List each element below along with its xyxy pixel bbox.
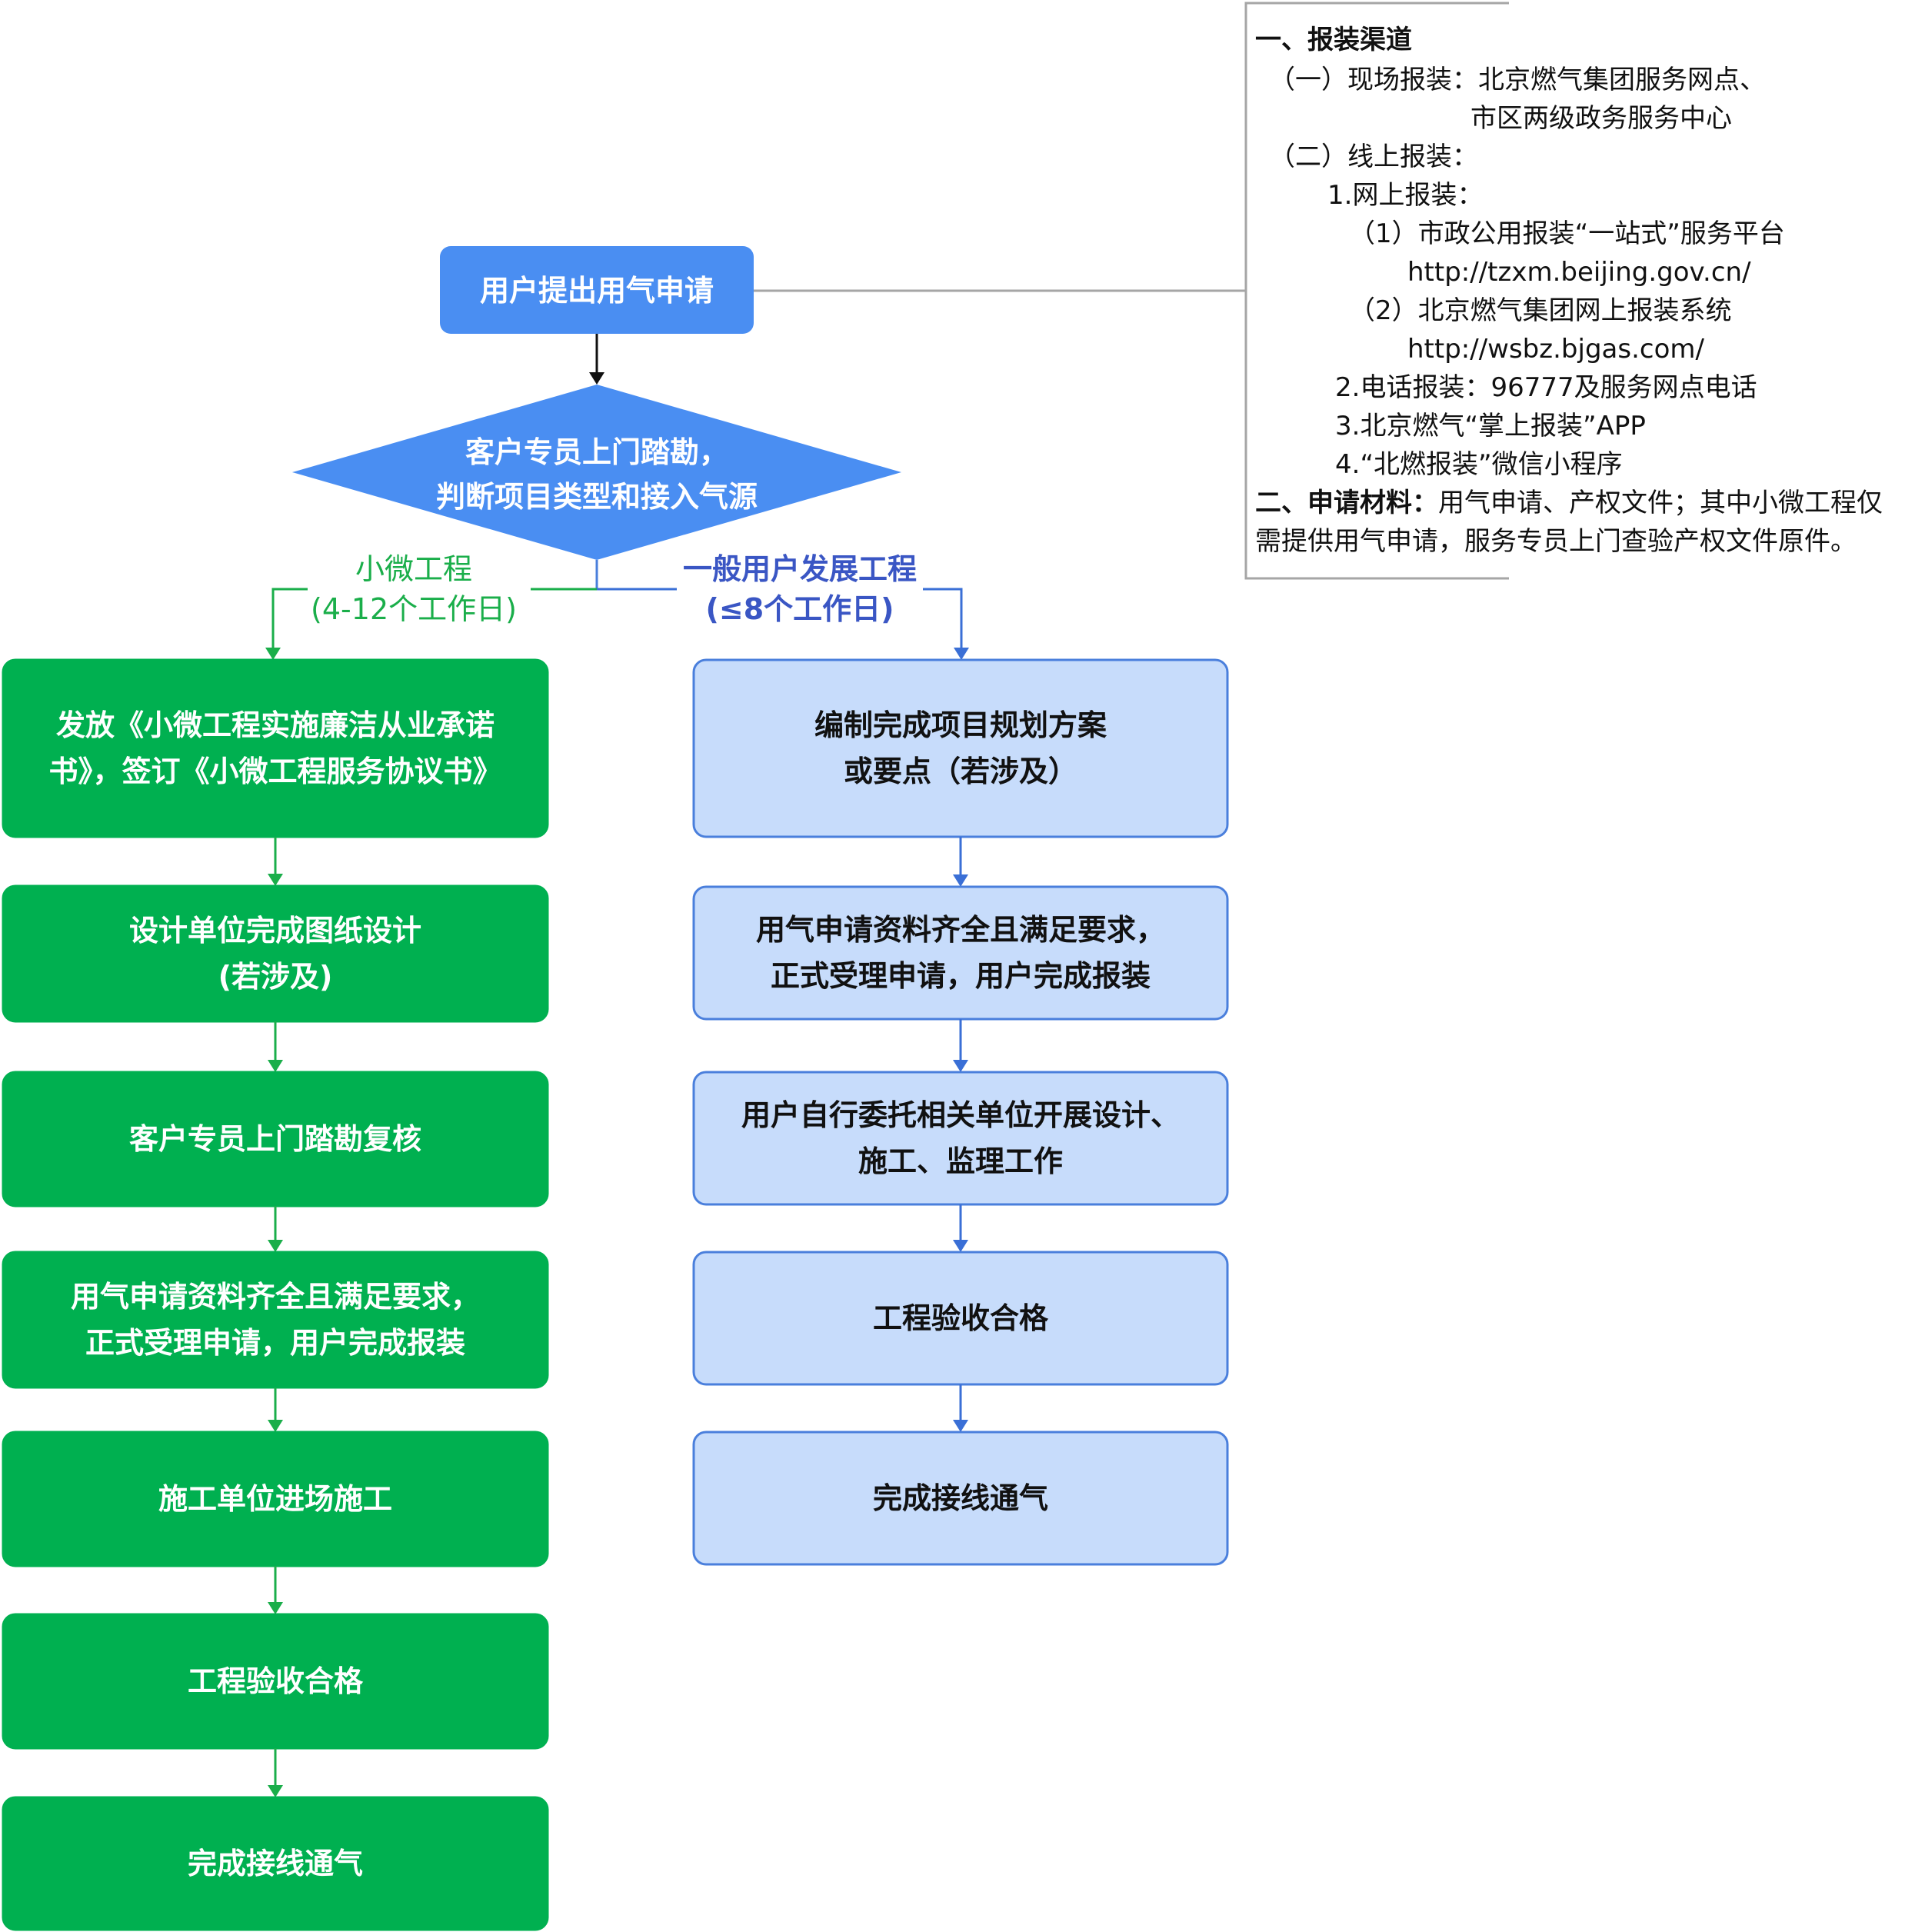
general-project-step: 用气申请资料齐全且满足要求， 正式受理申请，用户完成报装 (692, 885, 1229, 1021)
general-project-step-box (692, 1431, 1229, 1566)
small-project-connector-arrow (268, 1240, 283, 1252)
info-line: 1.网上报装： (1327, 180, 1483, 211)
small-project-step-box (2, 658, 549, 838)
left-branch-label: 小微工程 (355, 552, 472, 586)
decision-line1: 客户专员上门踏勘， (465, 435, 728, 469)
small-project-step-line2: 书》，签订《小微工程服务协议书》 (48, 754, 501, 788)
general-project-step-line2: 施工、监理工作 (858, 1144, 1063, 1178)
info-line: （一）现场报装：北京燃气集团服务网点、 (1269, 65, 1766, 95)
general-project-connector-arrow (953, 874, 968, 887)
start-to-decision-arrow (589, 372, 604, 385)
decision-diamond (292, 385, 901, 560)
info-panel: 一、报装渠道 （一）现场报装：北京燃气集团服务网点、市区两级政务服务中心 （二）线上… (1255, 25, 1883, 557)
small-project-step-line2: (若涉及) (218, 960, 333, 994)
general-project-connector-arrow (953, 1060, 968, 1072)
small-project-connector-arrow (268, 1785, 283, 1797)
general-project-step-line1: 用户自行委托相关单位开展设计、 (741, 1098, 1180, 1132)
small-project-step-line1: 设计单位完成图纸设计 (129, 914, 421, 948)
info-line: http://tzxm.beijing.gov.cn/ (1407, 257, 1751, 288)
small-project-step-box (2, 1251, 549, 1389)
info-line: （1）市政公用报装“一站式”服务平台 (1349, 218, 1785, 249)
general-project-step-line2: 或要点（若涉及） (844, 754, 1077, 788)
info-line: 4.“北燃报装”微信小程序 (1335, 449, 1623, 480)
decision-line2: 判断项目类型和接入气源 (436, 480, 758, 514)
info-line: （二）线上报装： (1269, 142, 1478, 172)
small-project-step-line1: 工程验收合格 (188, 1664, 364, 1698)
small-project-step-line1: 完成接线通气 (188, 1847, 363, 1880)
decision-node: 客户专员上门踏勘， 判断项目类型和接入气源 (292, 385, 901, 560)
general-project-step: 用户自行委托相关单位开展设计、施工、监理工作 (692, 1071, 1229, 1206)
small-project-step: 设计单位完成图纸设计 (若涉及) (2, 884, 549, 1023)
small-project-step-line1: 用气申请资料齐全且满足要求， (71, 1280, 480, 1314)
general-project-step-line1: 完成接线通气 (873, 1481, 1048, 1515)
general-project-step: 工程验收合格 (692, 1251, 1229, 1386)
general-project-step-line1: 工程验收合格 (873, 1301, 1049, 1335)
info-line-tail: 用气申请、产权文件；其中小微工程仅 (1438, 488, 1883, 518)
info-line: 市区两级政务服务中心 (1470, 103, 1732, 134)
start-node-box (440, 246, 754, 334)
general-project-step-line1: 编制完成项目规划方案 (814, 708, 1107, 742)
info-line: 2.电话报装：96777及服务网点电话 (1335, 372, 1757, 403)
left-branch-duration: (4-12个工作日) (311, 592, 517, 626)
small-project-step-line2: 正式受理申请，用户完成报装 (85, 1326, 465, 1360)
start-node: 用户提出用气申请 (440, 246, 754, 334)
small-project-step: 施工单位进场施工 (2, 1431, 549, 1567)
small-project-step: 用气申请资料齐全且满足要求， 正式受理申请，用户完成报装 (2, 1251, 549, 1389)
left-branch-label-bg (308, 548, 531, 634)
info-line: （2）北京燃气集团网上报装系统 (1349, 295, 1732, 326)
info-line: 需提供用气申请，服务专员上门查验产权文件原件。 (1255, 526, 1857, 557)
general-project-step-line1: 用气申请资料齐全且满足要求， (756, 913, 1165, 947)
info-line: 一、报装渠道 (1255, 25, 1412, 55)
general-project-connector-arrow (953, 1420, 968, 1432)
info-line: 3.北京燃气“掌上报装”APP (1335, 411, 1646, 441)
small-project-connector-arrow (268, 1602, 283, 1614)
small-project-connector-arrow (268, 1420, 283, 1432)
small-project-step-line1: 发放《小微工程实施廉洁从业承诺 (56, 708, 495, 742)
small-project-step-line1: 施工单位进场施工 (158, 1482, 392, 1516)
small-project-step: 完成接线通气 (2, 1796, 549, 1931)
right-branch-arrow (954, 648, 969, 660)
small-project-step-box (2, 1796, 549, 1931)
small-project-step-box (2, 884, 549, 1023)
general-project-step-box (692, 658, 1229, 838)
info-line: 二、申请材料：用气申请、产权文件；其中小微工程仅 (1255, 488, 1883, 518)
small-project-connector-arrow (268, 874, 283, 886)
left-branch-arrow (265, 648, 281, 660)
small-project-steps: 发放《小微工程实施廉洁从业承诺书》，签订《小微工程服务协议书》设计单位完成图纸设… (2, 658, 549, 1931)
general-project-connector-arrow (953, 1240, 968, 1252)
general-project-step-line2: 正式受理申请，用户完成报装 (771, 959, 1151, 993)
small-project-connector-arrow (268, 1060, 283, 1072)
start-node-label: 用户提出用气申请 (480, 274, 714, 308)
info-panel-bracket (1244, 2, 1509, 580)
small-project-step-line1: 客户专员上门踏勘复核 (129, 1122, 421, 1156)
right-branch-label: 一般用户发展工程 (683, 552, 917, 586)
small-project-step: 工程验收合格 (2, 1613, 549, 1750)
general-project-step: 完成接线通气 (692, 1431, 1229, 1566)
general-project-step-box (692, 885, 1229, 1021)
small-project-step: 客户专员上门踏勘复核 (2, 1071, 549, 1208)
right-branch-duration: (≤8个工作日) (705, 592, 894, 626)
right-branch-label-bg (677, 548, 923, 634)
general-project-step-box (692, 1071, 1229, 1206)
info-line: http://wsbz.bjgas.com/ (1407, 334, 1704, 365)
